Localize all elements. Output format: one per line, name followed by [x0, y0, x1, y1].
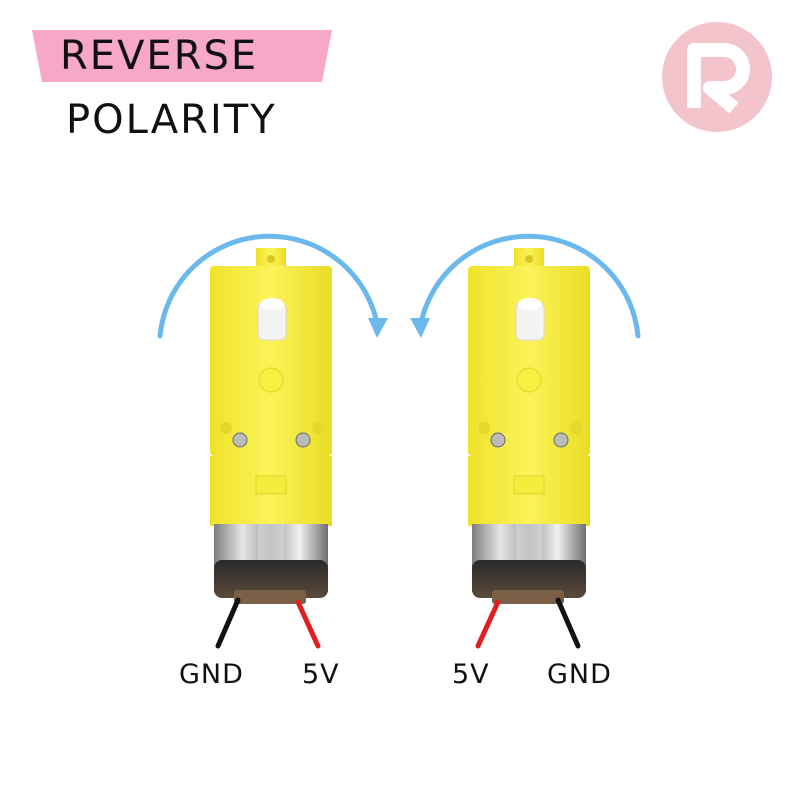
right-gnd-label: GND	[547, 659, 612, 690]
left-5v-label: 5V	[302, 659, 340, 690]
right-5v-label: 5V	[452, 659, 490, 690]
r-logo-icon	[662, 22, 772, 132]
right-gnd-wire	[555, 597, 581, 649]
right-5v-wire	[475, 599, 501, 649]
left-arrow-head	[368, 318, 388, 338]
banner-shape	[32, 30, 332, 82]
title-banner	[32, 30, 332, 82]
left-motor	[157, 233, 388, 649]
left-gnd-label: GND	[179, 659, 244, 690]
right-arrow-head	[410, 318, 430, 338]
left-gnd-wire	[215, 597, 241, 649]
title-line-1: REVERSE	[60, 33, 259, 79]
brand-logo	[660, 20, 774, 134]
left-5v-wire	[295, 599, 321, 649]
title-line-2: POLARITY	[66, 97, 277, 143]
left-rotation-arrow	[157, 233, 381, 339]
right-motor	[410, 233, 641, 649]
right-rotation-arrow	[417, 233, 641, 339]
